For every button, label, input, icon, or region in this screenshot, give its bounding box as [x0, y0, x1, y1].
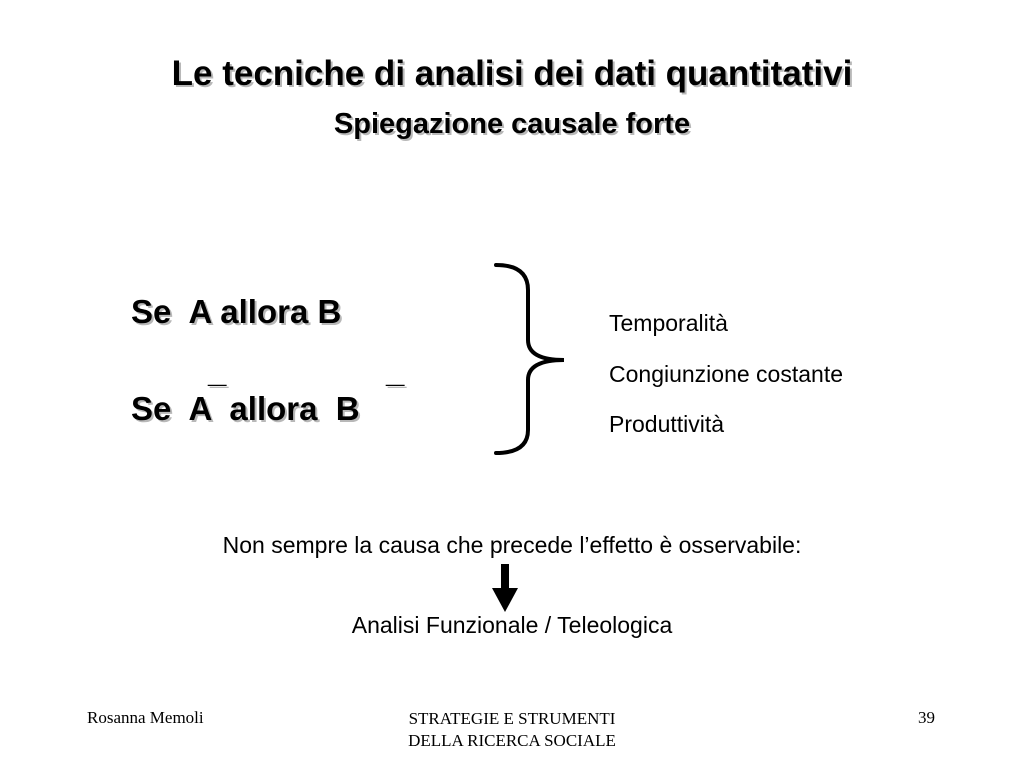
slide-title: Le tecniche di analisi dei dati quantita… — [171, 54, 853, 93]
footer-page-number: 39 — [918, 708, 935, 727]
footer-author: Rosanna Memoli — [87, 708, 204, 727]
criterion-constant-conjunction: Congiunzione costante — [609, 361, 843, 387]
down-arrow-icon — [492, 564, 518, 612]
negation-bar-a: _ — [208, 352, 227, 389]
note-text: Non sempre la causa che precede l’effett… — [222, 532, 802, 558]
footer-course: STRATEGIE E STRUMENTI DELLA RICERCA SOCI… — [312, 708, 712, 752]
formula-not-a-then-not-b: Se A allora B — [131, 390, 360, 427]
result-text: Analisi Funzionale / Teleologica — [351, 612, 673, 638]
footer-course-line1: STRATEGIE E STRUMENTI — [408, 709, 616, 728]
negation-bar-b: _ — [386, 352, 405, 389]
formula-a-then-b: Se A allora B — [131, 293, 342, 330]
right-curly-brace-icon — [494, 263, 565, 455]
criterion-temporality: Temporalità — [609, 310, 728, 336]
criterion-productivity: Produttività — [609, 411, 725, 437]
slide-subtitle: Spiegazione causale forte — [333, 108, 691, 140]
footer-course-line2: DELLA RICERCA SOCIALE — [408, 731, 616, 750]
